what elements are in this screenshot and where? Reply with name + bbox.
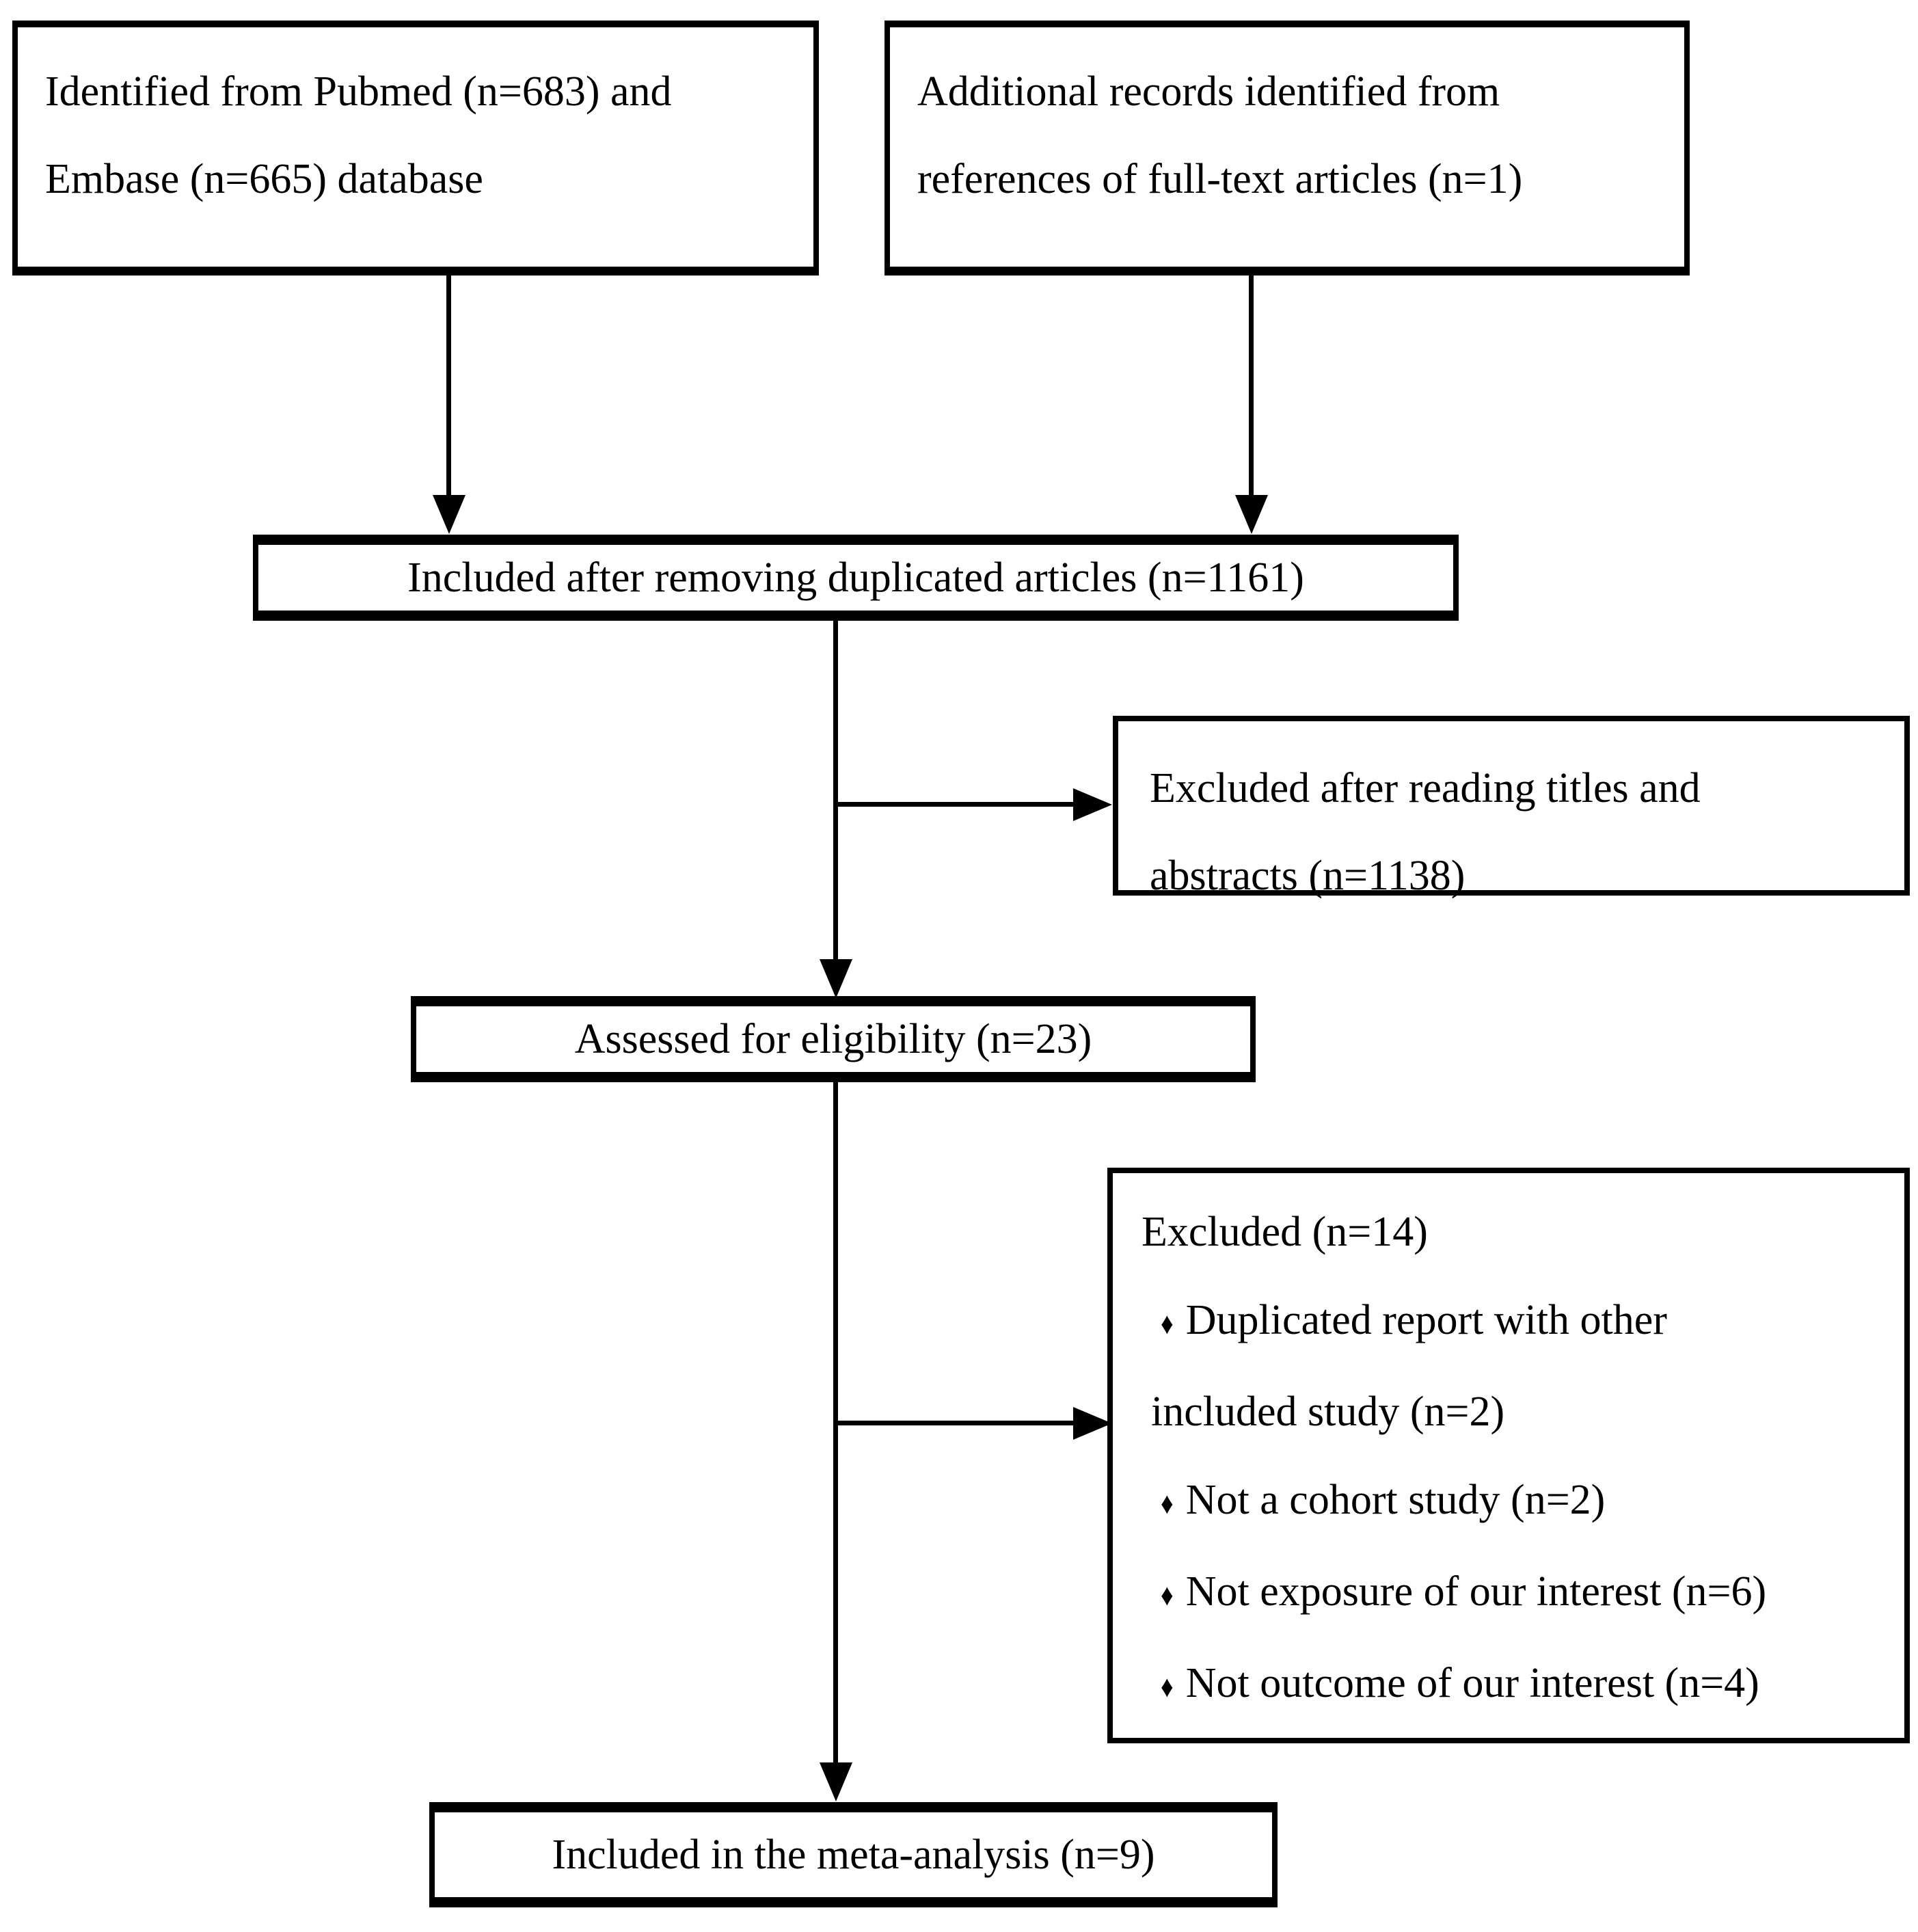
box-excluded-screening-line1: Excluded after reading titles and [1150, 765, 1701, 811]
box-assessed-eligibility: Assessed for eligibility (n=23) [411, 996, 1256, 1082]
diamond-bullet-icon: ♦ [1161, 1578, 1174, 1612]
excluded-reason-text: Duplicated report with other [1185, 1297, 1667, 1343]
excluded-reason-item: ♦ Duplicated report with other [1142, 1276, 1891, 1368]
arrow-branch-to-excluded-screening-head [1073, 788, 1112, 821]
box-after-deduplication: Included after removing duplicated artic… [253, 535, 1459, 621]
excluded-reason-item: ♦ Not exposure of our interest (n=6) [1142, 1548, 1891, 1639]
box-included-meta-analysis-label: Included in the meta-analysis (n=9) [552, 1832, 1155, 1878]
box-identified-databases-line1: Identified from Pubmed (n=683) and [45, 68, 672, 115]
box-additional-records-line2: references of full-text articles (n=1) [917, 156, 1523, 202]
arrow-left-db-to-dedup-line [446, 274, 451, 496]
box-excluded-eligibility: Excluded (n=14) ♦ Duplicated report with … [1107, 1168, 1910, 1743]
diamond-bullet-icon: ♦ [1161, 1486, 1174, 1520]
box-additional-records: Additional records identified from refer… [884, 21, 1690, 276]
arrow-branch-to-excluded-eligibility-line [833, 1421, 1077, 1425]
arrow-right-db-to-dedup-line [1249, 274, 1254, 496]
arrow-dedup-to-assessed-head [820, 959, 852, 998]
arrow-left-db-to-dedup-head [433, 495, 465, 534]
excluded-reason-text: Not exposure of our interest (n=6) [1185, 1568, 1767, 1615]
box-excluded-screening-line2: abstracts (n=1138) [1150, 853, 1465, 899]
excluded-reason-item: ♦ Not outcome of our interest (n=4) [1142, 1639, 1891, 1731]
box-after-deduplication-label: Included after removing duplicated artic… [407, 554, 1304, 601]
arrow-dedup-to-assessed-line [833, 619, 838, 961]
box-identified-databases: Identified from Pubmed (n=683) and Embas… [12, 21, 819, 276]
box-included-meta-analysis: Included in the meta-analysis (n=9) [429, 1802, 1278, 1907]
arrow-assessed-to-included-head [820, 1762, 852, 1801]
arrow-right-db-to-dedup-head [1235, 495, 1268, 534]
diamond-bullet-icon: ♦ [1161, 1669, 1174, 1704]
box-additional-records-line1: Additional records identified from [917, 68, 1500, 115]
excluded-reason-item: ♦ Not a cohort study (n=2) [1142, 1456, 1891, 1548]
excluded-reason-wrap: included study (n=2) [1151, 1388, 1505, 1435]
box-identified-databases-line2: Embase (n=665) database [45, 156, 483, 202]
arrow-branch-to-excluded-eligibility-head [1073, 1407, 1112, 1440]
box-assessed-eligibility-label: Assessed for eligibility (n=23) [574, 1016, 1092, 1062]
box-excluded-eligibility-title: Excluded (n=14) [1142, 1209, 1428, 1255]
excluded-reason-text: Not outcome of our interest (n=4) [1185, 1660, 1759, 1706]
arrow-branch-to-excluded-screening-line [833, 802, 1077, 807]
diamond-bullet-icon: ♦ [1161, 1306, 1174, 1341]
excluded-reason-text: Not a cohort study (n=2) [1185, 1477, 1606, 1523]
box-excluded-screening: Excluded after reading titles and abstra… [1113, 716, 1910, 899]
